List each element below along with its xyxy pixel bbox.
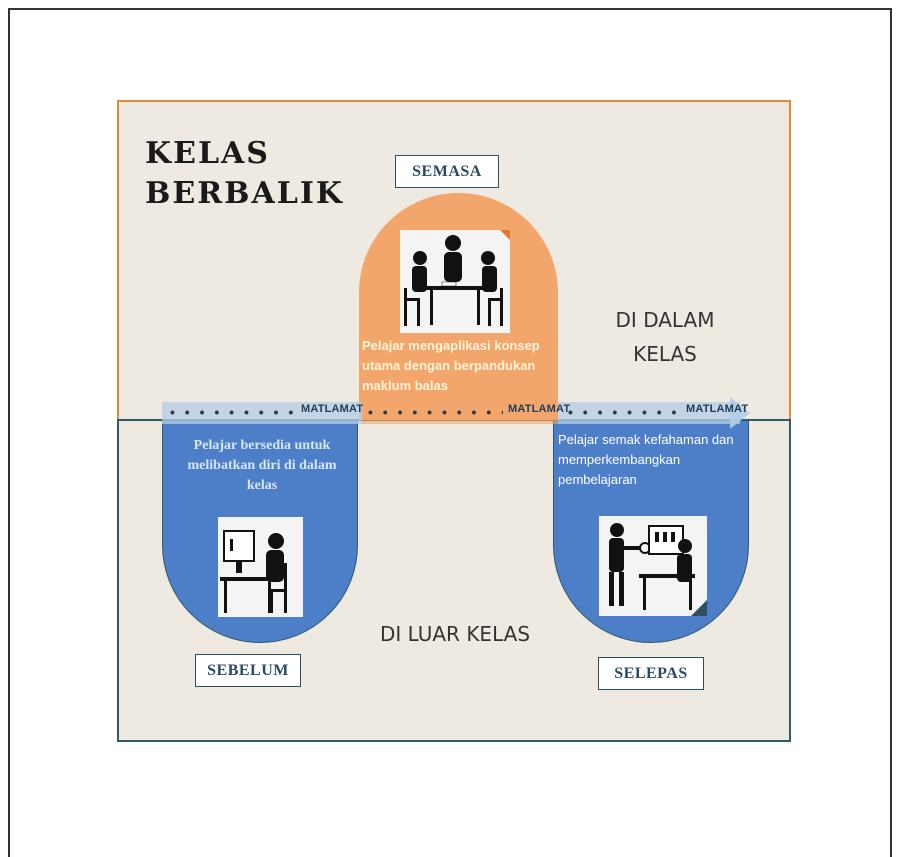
goal-label-2: MATLAMAT bbox=[508, 403, 571, 415]
teacher-student-computer-icon bbox=[599, 516, 707, 616]
during-description: Pelajar mengaplikasi konsep utama dengan… bbox=[362, 338, 540, 393]
before-description: Pelajar bersedia untuk melibatkan diri d… bbox=[187, 438, 337, 493]
out-of-class-label: DI LUAR KELAS bbox=[379, 622, 531, 646]
dotted-line-3: • • • • • • • • • • • • • • bbox=[568, 404, 683, 420]
dotted-line-1: • • • • • • • • • • • • • • • • bbox=[170, 404, 300, 420]
goal-arrow-1 bbox=[162, 402, 362, 424]
stage-label-after: SELEPAS bbox=[598, 657, 704, 690]
goal-label-3: MATLAMAT bbox=[686, 403, 749, 415]
stage-label-during: SEMASA bbox=[395, 155, 499, 188]
group-meeting-icon bbox=[400, 230, 510, 333]
goal-label-1: MATLAMAT bbox=[301, 403, 364, 415]
goal-arrow-3 bbox=[558, 402, 740, 424]
stage-label-before: SEBELUM bbox=[195, 654, 301, 687]
goal-arrow-2 bbox=[362, 402, 558, 424]
page-frame bbox=[8, 8, 892, 857]
in-class-label-line-2: KELAS bbox=[633, 342, 697, 366]
in-class-label-line-1: DI DALAM bbox=[615, 308, 715, 332]
arrow-head-icon bbox=[730, 397, 750, 429]
title-line-1: KELAS bbox=[145, 136, 270, 171]
after-description: Pelajar semak kefahaman dan memperkemban… bbox=[558, 432, 734, 487]
title-line-2: BERBALIK bbox=[145, 176, 344, 211]
diagram-title: KELAS BERBALIK bbox=[145, 134, 365, 214]
in-class-label: DI DALAM KELAS bbox=[585, 303, 745, 371]
dotted-line-2: • • • • • • • • • • • • • • • • bbox=[368, 404, 503, 420]
student-at-computer-icon bbox=[218, 517, 303, 617]
